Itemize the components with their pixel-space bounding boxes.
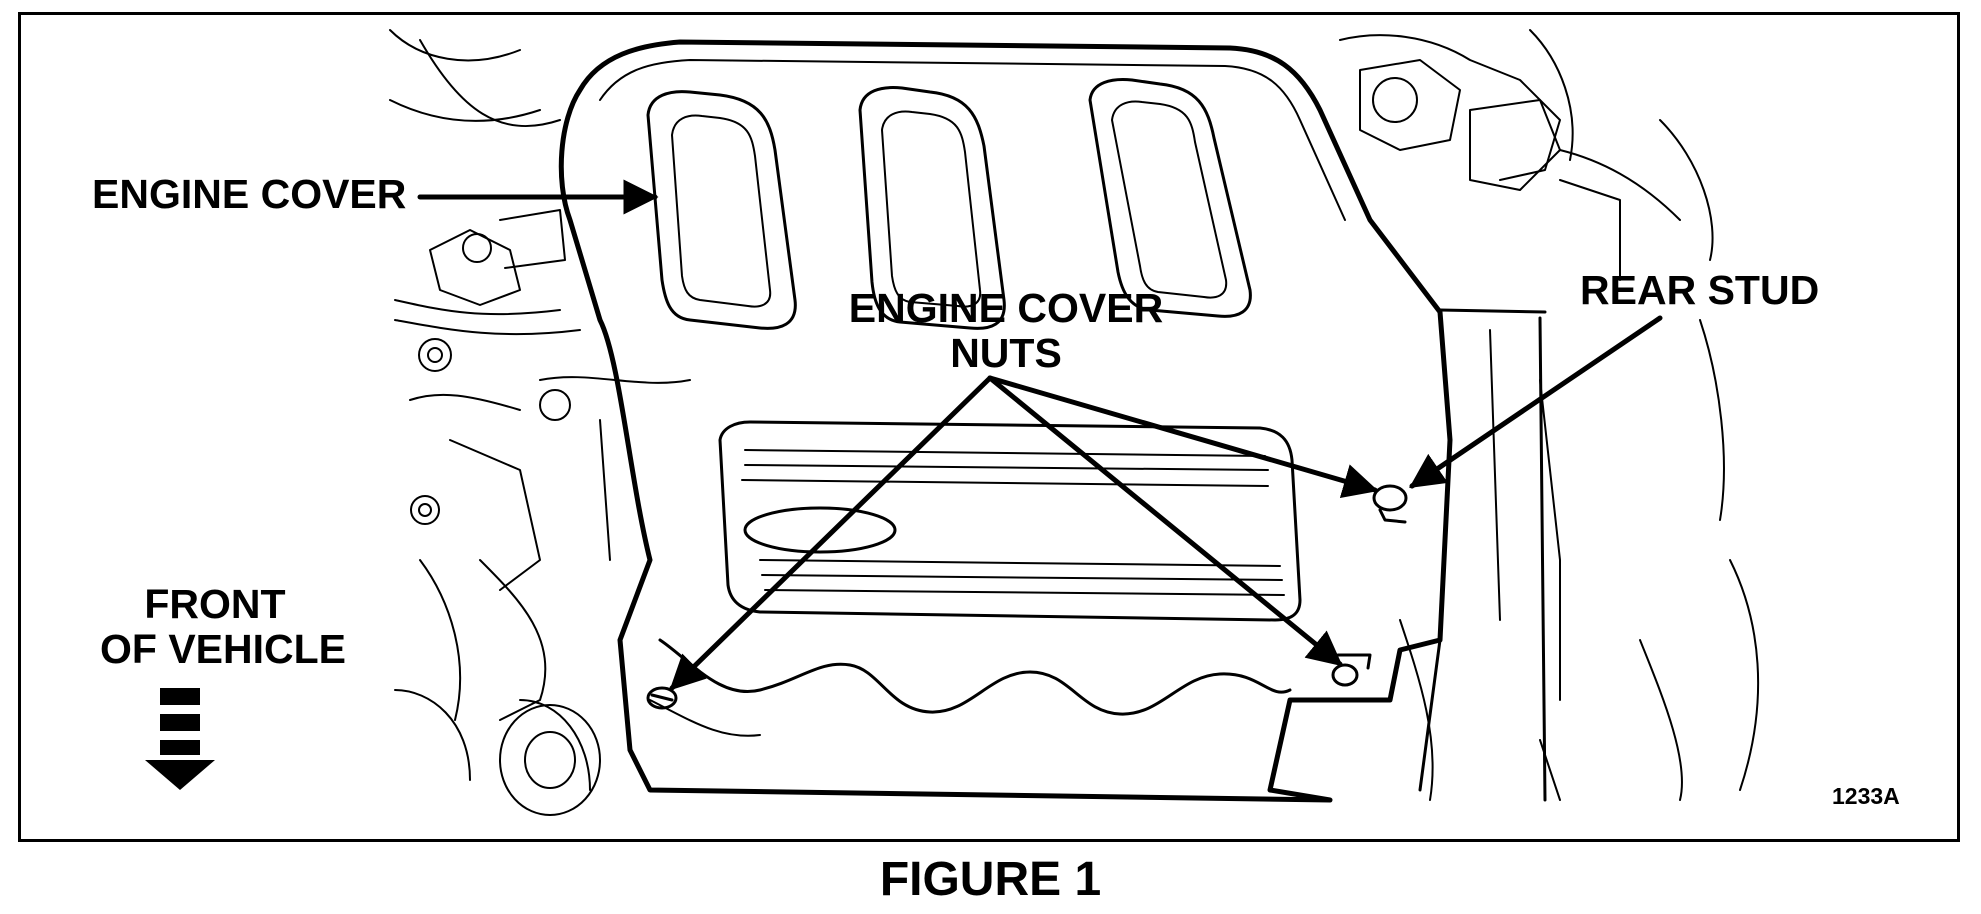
engine-cover-nuts-label: ENGINE COVER NUTS: [846, 285, 1166, 377]
arrow-nut-rear: [987, 375, 1379, 499]
engine-cover-nut-left: [646, 686, 678, 710]
arrow-rear-stud: [1409, 315, 1663, 489]
leader-arrows: [417, 179, 1663, 691]
arrow-nut-right: [987, 375, 1343, 667]
front-line1: FRONT: [144, 581, 286, 627]
engine-bay-left: [389, 29, 691, 816]
engine-cover-shape: [558, 39, 1453, 803]
front-direction-arrow: [145, 688, 215, 790]
engine-cover-nuts-line2: NUTS: [950, 330, 1062, 377]
rear-stud-nut: [1372, 484, 1408, 524]
arrow-nut-left: [669, 375, 993, 691]
engine-cover-nut-right: [1331, 653, 1372, 687]
figure-caption: FIGURE 1: [879, 853, 1102, 906]
engine-cover-label: ENGINE COVER: [92, 171, 407, 217]
front-line2: OF VEHICLE: [100, 626, 347, 673]
part-code-label: 1233A: [1832, 783, 1900, 809]
engine-bay-right: [1339, 29, 1760, 801]
engine-cover-nuts-line1: ENGINE COVER: [848, 285, 1164, 331]
front-of-vehicle-label: FRONT OF VEHICLE: [100, 581, 347, 673]
figure-frame: [18, 12, 1960, 842]
rear-stud-label: REAR STUD: [1580, 267, 1820, 313]
right-side-rail: [1418, 308, 1547, 802]
